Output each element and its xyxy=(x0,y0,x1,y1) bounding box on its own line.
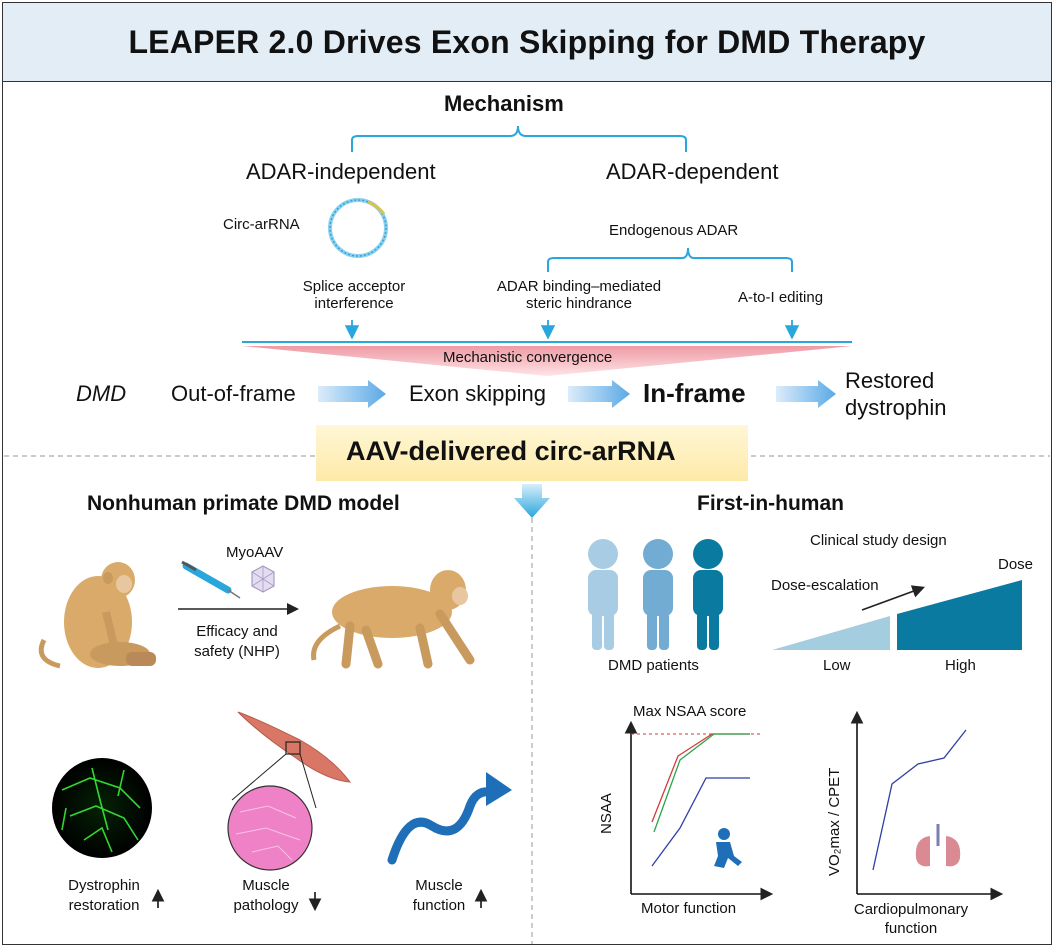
delivery-banner xyxy=(316,425,748,481)
nsaa-top-label: Max NSAA score xyxy=(633,703,747,720)
adar-dependent-label: ADAR-dependent xyxy=(606,159,779,184)
endogenous-adar-label: Endogenous ADAR xyxy=(609,222,739,239)
mechanism-arrows xyxy=(344,320,800,340)
nhp-heading: Nonhuman primate DMD model xyxy=(87,492,400,515)
design-title: Clinical study design xyxy=(810,532,947,549)
nsaa-series-blue xyxy=(651,777,750,867)
gene-label: DMD xyxy=(76,381,127,406)
mechanism-1-line1: Splice acceptor xyxy=(302,278,406,295)
delivery-label: AAV-delivered circ-arRNA xyxy=(346,436,676,466)
convergence-label: Mechanistic convergence xyxy=(443,349,613,366)
dystrophin-micrograph xyxy=(52,758,152,858)
muscle-function-arrowhead xyxy=(486,772,512,806)
syringe-icon xyxy=(181,560,241,599)
aav-capsid-icon xyxy=(251,565,275,593)
nsaa-x-label: Motor function xyxy=(641,900,737,917)
outcome-1-line1: Dystrophin xyxy=(68,877,140,894)
outcome-1: Dystrophin restoration xyxy=(56,876,152,916)
walking-monkey-icon xyxy=(311,570,475,669)
vector-label: MyoAAV xyxy=(226,544,284,561)
high-label: High xyxy=(945,657,976,674)
delivery-down-arrow xyxy=(514,484,550,518)
dose-label: Dose xyxy=(998,556,1034,573)
outcome-1-line2: restoration xyxy=(68,897,140,914)
nhp-arrow-line1: Efficacy and xyxy=(196,623,278,640)
outcome-2-line1: Muscle xyxy=(242,877,290,894)
flow-step-2: Exon skipping xyxy=(409,381,546,406)
endogenous-adar-bracket xyxy=(547,247,793,272)
vo2-x-line1: Cardiopulmonary xyxy=(853,901,969,918)
running-child-icon xyxy=(714,828,742,868)
outcome-3: Muscle function xyxy=(404,876,474,916)
mechanism-1: Splice acceptor interference xyxy=(290,278,418,312)
he-stain-circle xyxy=(227,785,313,871)
escalation-label: Dose-escalation xyxy=(771,577,879,594)
nsaa-y-label: NSAA xyxy=(598,793,615,834)
mechanism-2-line2: steric hindrance xyxy=(526,295,632,312)
nhp-arrow-line2: safety (NHP) xyxy=(194,643,280,660)
vo2-x-line2: function xyxy=(884,920,938,937)
vo2-x-label: Cardiopulmonary function xyxy=(836,900,986,938)
human-heading: First-in-human xyxy=(697,492,844,515)
vo2-series xyxy=(872,729,967,871)
adar-independent-label: ADAR-independent xyxy=(246,159,436,184)
mechanism-3: A-to-I editing xyxy=(738,289,824,306)
mechanism-bracket xyxy=(351,125,687,152)
circ-arrna-icon xyxy=(328,198,388,258)
outcome-2: Muscle pathology xyxy=(226,876,306,916)
nsaa-series-green xyxy=(653,733,750,833)
low-label: Low xyxy=(823,657,851,674)
patients-label: DMD patients xyxy=(608,657,699,674)
muscle-icon xyxy=(231,711,352,809)
vo2-axes xyxy=(850,710,1004,901)
nsaa-axes xyxy=(624,720,774,901)
mechanism-2: ADAR binding–mediated steric hindrance xyxy=(474,278,684,312)
escalation-arrow xyxy=(861,585,926,611)
mechanism-1-line2: interference xyxy=(314,295,394,312)
outcome-3-line1: Muscle xyxy=(415,877,463,894)
title-bar: LEAPER 2.0 Drives Exon Skipping for DMD … xyxy=(3,3,1051,82)
flow-step-3: In-frame xyxy=(643,378,746,408)
mechanism-2-line1: ADAR binding–mediated xyxy=(496,278,662,295)
outcome-2-line2: pathology xyxy=(233,897,299,914)
convergence-wedge xyxy=(242,346,852,376)
muscle-function-arrow xyxy=(387,787,495,865)
flow-step-4-line2: dystrophin xyxy=(845,395,947,420)
flow-arrows xyxy=(318,380,836,408)
vo2-y-label: VO₂max / CPET xyxy=(826,767,843,876)
flow-step-4-line1: Restored xyxy=(845,368,935,393)
high-dose-wedge xyxy=(897,580,1022,650)
lungs-icon xyxy=(915,824,961,867)
outcome-3-line2: function xyxy=(412,897,466,914)
nhp-arrow-label: Efficacy and safety (NHP) xyxy=(178,622,296,662)
flow-step-4: Restored dystrophin xyxy=(845,367,947,421)
circ-arrna-label: Circ-arRNA xyxy=(223,216,300,233)
patients-icon xyxy=(588,539,723,650)
mechanism-heading: Mechanism xyxy=(444,91,564,116)
page-title: LEAPER 2.0 Drives Exon Skipping for DMD … xyxy=(128,23,926,60)
low-dose-wedge xyxy=(772,616,890,650)
flow-step-1: Out-of-frame xyxy=(171,381,296,406)
seated-monkey-icon xyxy=(38,562,156,669)
